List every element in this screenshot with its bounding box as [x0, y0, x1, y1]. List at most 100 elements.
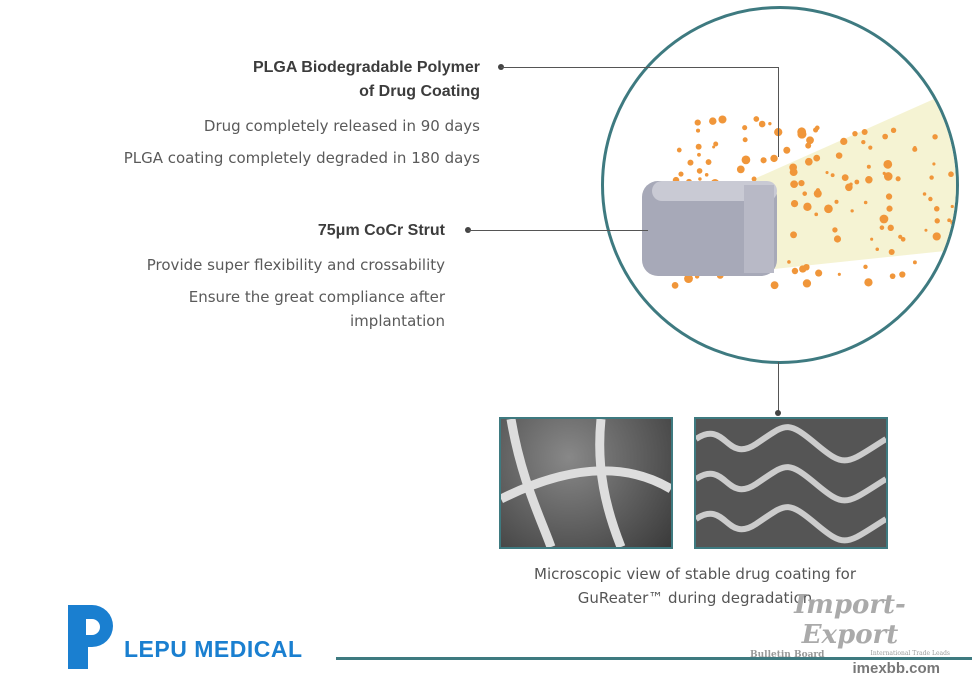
watermark-sub1: Bulletin Board [750, 650, 825, 660]
drug-particle [797, 127, 807, 137]
drug-particle [890, 127, 897, 134]
drug-particle [798, 180, 805, 187]
drug-particle [825, 170, 829, 175]
drug-particle [791, 267, 799, 275]
drug-particle [787, 260, 791, 264]
drug-particle [830, 173, 835, 178]
drug-particle [768, 121, 772, 126]
drug-particle [742, 125, 748, 131]
drug-particle [671, 281, 679, 289]
brand-name: LEPU MEDICAL [124, 636, 303, 662]
polymer-title-line2: of Drug Coating [359, 83, 480, 100]
drug-particle [712, 145, 716, 149]
drug-particle [875, 247, 879, 251]
drug-particle [783, 146, 791, 154]
watermark: Import-Export Bulletin Board Internation… [750, 590, 950, 673]
drug-particle [887, 224, 894, 232]
drug-particle [741, 155, 751, 165]
drug-particle [760, 157, 767, 164]
drug-particle [687, 159, 694, 166]
drug-particle [840, 137, 848, 146]
drug-particle [861, 129, 868, 136]
drug-particle [704, 172, 709, 177]
drug-particle [824, 204, 833, 214]
drug-particle [833, 235, 842, 243]
drug-particle [676, 147, 682, 153]
drug-particle [866, 164, 871, 169]
drug-particle [790, 231, 797, 239]
caption-line2: GuReater™ during degradation [577, 589, 813, 607]
drug-particle [885, 193, 893, 200]
drug-particle [737, 167, 744, 173]
drug-particle [882, 171, 886, 175]
watermark-title: Import-Export [794, 590, 906, 650]
footer-rule [336, 657, 972, 660]
drug-particle [697, 152, 701, 157]
drug-particle [912, 260, 917, 265]
strut-point-2-line2: implantation [350, 312, 445, 330]
drug-particle [934, 218, 940, 224]
drug-particle [865, 176, 873, 184]
image-pointer-dot [775, 410, 781, 416]
drug-particle [805, 264, 810, 268]
drug-particle [898, 234, 903, 239]
image-pointer-line [778, 362, 779, 414]
drug-particle [837, 272, 841, 276]
polymer-title-line1: PLGA Biodegradable Polymer [252, 59, 480, 76]
drug-particle [854, 179, 860, 185]
drug-particle [883, 172, 893, 181]
drug-particle [950, 204, 954, 209]
drug-particle [799, 265, 807, 273]
drug-particle [861, 139, 866, 145]
drug-particle [932, 134, 938, 140]
sem-image-stent-mesh [694, 417, 888, 549]
drug-particle [805, 142, 812, 149]
strut-title: 75μm CoCr Strut [317, 222, 445, 239]
drug-particle [924, 228, 928, 232]
drug-particle [879, 225, 885, 230]
drug-particle [852, 130, 858, 137]
drug-particle [870, 237, 874, 241]
strut-pointer-line [468, 230, 648, 231]
drug-particle [709, 117, 717, 125]
drug-particle [696, 168, 703, 174]
drug-particle [841, 174, 849, 182]
drug-particle [932, 162, 936, 166]
drug-particle [770, 154, 778, 163]
drug-particle [718, 115, 727, 124]
image-caption: Microscopic view of stable drug coating … [500, 562, 890, 610]
watermark-sub2: International Trade Leads [870, 650, 951, 657]
drug-particle [751, 176, 757, 182]
drug-particle [863, 264, 868, 270]
drug-particle [868, 145, 873, 150]
drug-particle [832, 227, 838, 233]
drug-particle [813, 127, 819, 133]
drug-particle [695, 128, 701, 133]
polymer-pointer-line-vertical [778, 67, 779, 157]
drug-particle [814, 212, 819, 217]
caption-line1: Microscopic view of stable drug coating … [534, 565, 856, 583]
drug-particle [889, 273, 896, 280]
polymer-point-1: Drug completely released in 90 days [203, 117, 480, 135]
coated-strut-graphic [642, 99, 956, 290]
drug-particle [900, 236, 906, 242]
drug-particle [850, 209, 854, 213]
drug-particle [695, 143, 702, 150]
drug-particle [895, 176, 901, 182]
drug-particle [803, 202, 812, 211]
drug-particle [806, 136, 814, 145]
drug-particle [886, 205, 893, 212]
drug-particle [713, 141, 719, 147]
drug-particle [945, 252, 952, 259]
drug-particle [790, 180, 798, 189]
drug-particle [770, 281, 779, 290]
watermark-site: imexbb.com [852, 660, 940, 673]
drug-particle [698, 177, 702, 181]
drug-particle [678, 171, 684, 177]
drug-particle [928, 196, 933, 202]
drug-particle [947, 218, 952, 223]
drug-particle [882, 133, 889, 140]
drug-particle [864, 278, 873, 287]
drug-particle [950, 220, 956, 226]
